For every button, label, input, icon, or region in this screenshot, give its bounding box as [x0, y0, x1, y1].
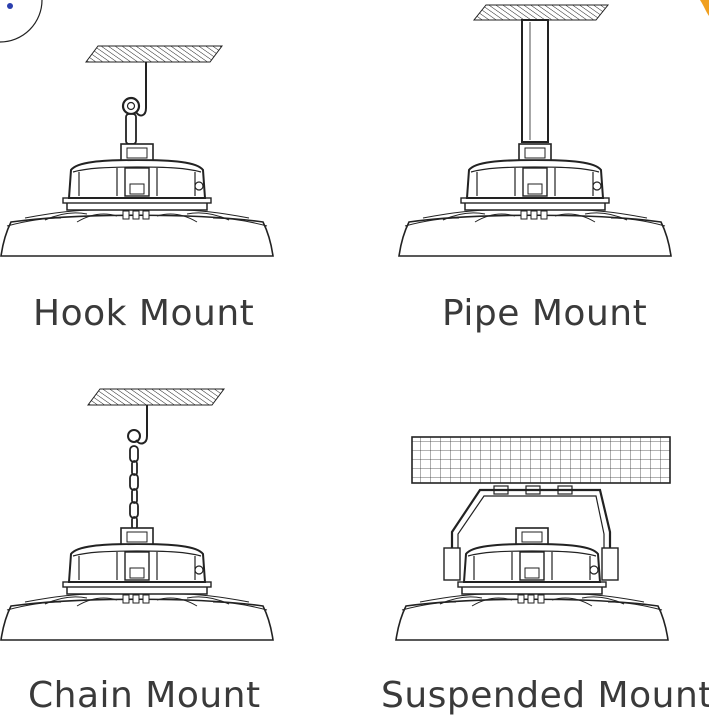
chain-mount-illustration — [0, 388, 274, 641]
pipe-mount-label: Pipe Mount — [442, 293, 648, 334]
hook-mount-illustration — [0, 45, 274, 257]
hook-mount-label: Hook Mount — [33, 293, 255, 334]
suspended-mount-illustration — [395, 436, 671, 641]
suspended-mount-label: Suspended Mount — [381, 675, 709, 716]
corner-badge-right — [700, 0, 709, 16]
pipe-mount-illustration — [398, 4, 672, 257]
corner-badge-left — [0, 0, 43, 43]
chain-mount-label: Chain Mount — [28, 675, 261, 716]
